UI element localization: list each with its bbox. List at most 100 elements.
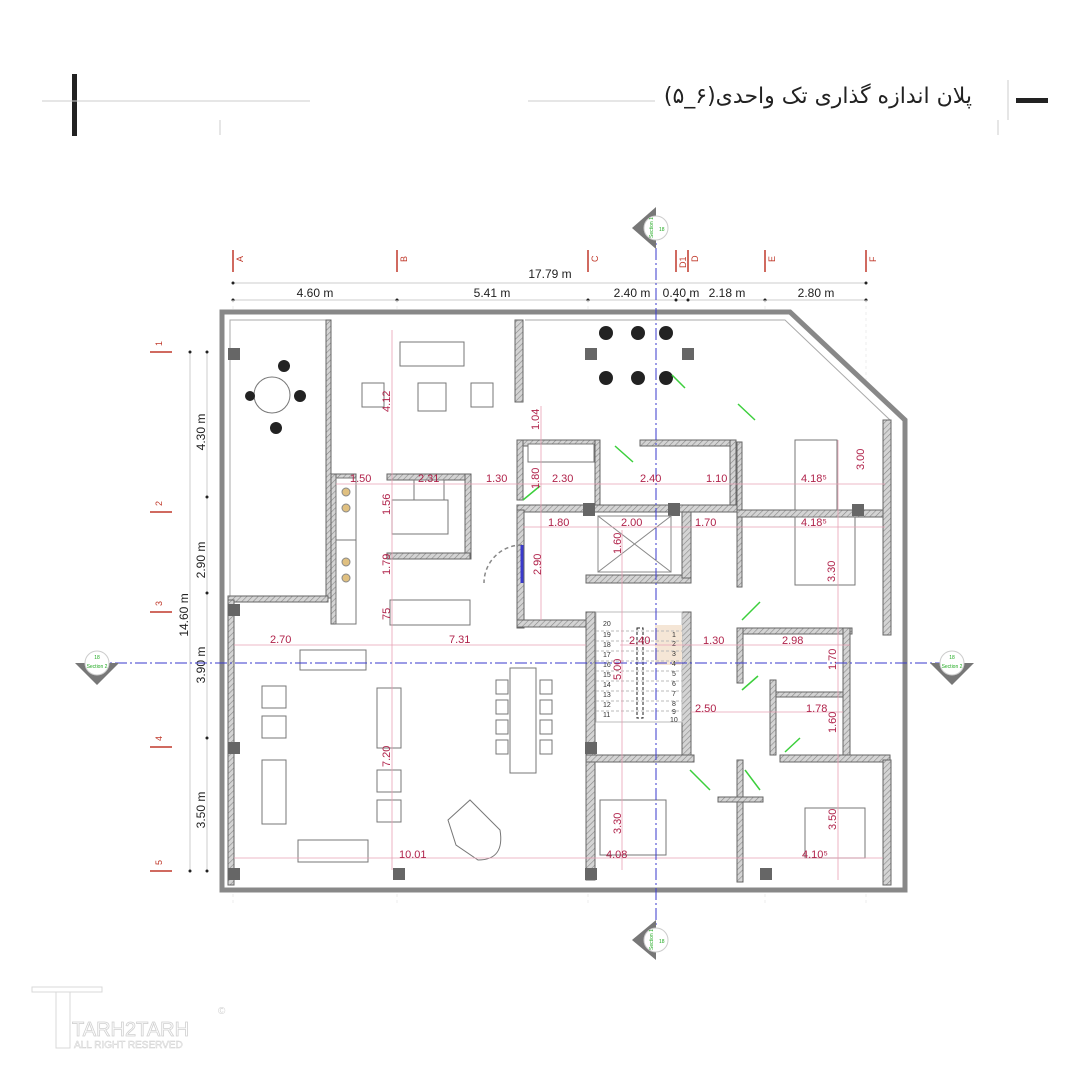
svg-text:3.30: 3.30 (826, 561, 838, 582)
svg-text:1.78: 1.78 (806, 703, 827, 715)
svg-text:4.08: 4.08 (606, 849, 627, 861)
bed (794, 439, 838, 511)
svg-text:12: 12 (603, 702, 611, 709)
svg-text:1.70: 1.70 (695, 517, 716, 529)
svg-text:17: 17 (603, 652, 611, 659)
doors (483, 374, 801, 791)
total-depth: 14.60 m (177, 593, 191, 636)
svg-text:18: 18 (659, 227, 665, 233)
svg-text:10: 10 (670, 717, 678, 724)
svg-text:6: 6 (672, 681, 676, 688)
svg-text:7: 7 (672, 691, 676, 698)
svg-text:4: 4 (672, 661, 676, 668)
armchair (261, 685, 287, 709)
svg-text:5.41 m: 5.41 m (474, 286, 511, 300)
svg-text:2.18 m: 2.18 m (709, 286, 746, 300)
grid-row-5: 5 (150, 860, 172, 872)
svg-text:7.20: 7.20 (381, 746, 393, 767)
svg-text:A: A (235, 256, 245, 262)
bed (794, 516, 856, 586)
svg-text:2: 2 (154, 501, 164, 506)
svg-text:F: F (868, 256, 878, 262)
svg-text:4.10⁵: 4.10⁵ (802, 849, 828, 861)
svg-text:Section 1: Section 1 (649, 217, 655, 238)
elevator (597, 515, 672, 573)
section-marker-left: 18 Section 2 (75, 650, 119, 685)
svg-text:1.79: 1.79 (381, 554, 393, 575)
svg-text:©: © (218, 1006, 226, 1017)
svg-text:2.98: 2.98 (782, 635, 803, 647)
svg-text:4.18⁵: 4.18⁵ (801, 473, 827, 485)
structural-columns (228, 348, 864, 880)
svg-text:4: 4 (154, 736, 164, 741)
sofa (376, 687, 402, 749)
sofa (297, 839, 369, 863)
grid-col-f: F (865, 250, 878, 272)
header-rules (42, 74, 1048, 136)
svg-text:3.50 m: 3.50 m (194, 792, 208, 829)
room-dimensions: 4.12 1.04 1.50 2.31 1.30 1.80 2.30 2.40 … (270, 391, 867, 861)
svg-text:8: 8 (672, 701, 676, 708)
svg-text:2.80 m: 2.80 m (798, 286, 835, 300)
svg-text:5.00: 5.00 (612, 659, 624, 680)
svg-text:1.56: 1.56 (381, 494, 393, 515)
svg-text:9: 9 (672, 709, 676, 716)
svg-text:4.12: 4.12 (381, 391, 393, 412)
svg-text:2.30: 2.30 (552, 473, 573, 485)
svg-text:18: 18 (659, 939, 665, 945)
total-width: 17.79 m (528, 267, 571, 281)
armchair (376, 799, 402, 823)
svg-text:2.00: 2.00 (621, 517, 642, 529)
svg-text:1.80: 1.80 (530, 468, 542, 489)
svg-text:Section 2: Section 2 (942, 664, 963, 670)
svg-text:14: 14 (603, 682, 611, 689)
svg-text:18: 18 (94, 655, 100, 661)
grid-col-d1: D1 (675, 250, 688, 272)
svg-text:2.90: 2.90 (532, 554, 544, 575)
svg-text:7.31: 7.31 (449, 634, 470, 646)
svg-text:1.04: 1.04 (530, 409, 542, 430)
svg-text:3: 3 (154, 601, 164, 606)
svg-text:1: 1 (672, 632, 676, 639)
svg-text:Section 2: Section 2 (87, 664, 108, 670)
armchair (470, 382, 494, 408)
dining-table (509, 667, 537, 774)
svg-text:1.60: 1.60 (827, 712, 839, 733)
section-axes (95, 228, 960, 940)
bed (599, 799, 667, 856)
svg-text:19: 19 (603, 632, 611, 639)
coffee-table (417, 382, 447, 412)
svg-text:18: 18 (949, 655, 955, 661)
bar-counter (389, 599, 471, 626)
svg-text:2.31: 2.31 (418, 473, 439, 485)
svg-text:C: C (590, 255, 600, 262)
svg-text:3.50: 3.50 (827, 809, 839, 830)
svg-text:2.40: 2.40 (629, 635, 650, 647)
svg-text:ALL RIGHT RESERVED: ALL RIGHT RESERVED (74, 1040, 183, 1051)
armchair (376, 769, 402, 793)
grid-col-b: B (396, 250, 409, 272)
svg-text:5: 5 (672, 671, 676, 678)
grid-row-3: 3 (150, 601, 172, 613)
sofa (299, 649, 367, 671)
svg-text:4.60 m: 4.60 m (297, 286, 334, 300)
grid-col-d: D (687, 250, 700, 272)
column-grid: A B C D1 D E F (232, 250, 878, 272)
section-marker-right: 18 Section 2 (930, 650, 974, 685)
svg-text:B: B (399, 256, 409, 262)
furniture (245, 326, 866, 863)
svg-text:11: 11 (603, 712, 610, 719)
grid-row-4: 4 (150, 736, 172, 748)
grand-piano (447, 799, 502, 861)
sheet-title: پلان اندازه گذاری تک واحدی(۶_۵) (663, 84, 972, 109)
armchair (261, 715, 287, 739)
row-grid: 1 2 3 4 5 (150, 341, 172, 872)
svg-text:1.10: 1.10 (706, 473, 727, 485)
svg-text:4.18⁵: 4.18⁵ (801, 517, 827, 529)
svg-text:4.30 m: 4.30 m (194, 414, 208, 451)
grid-row-1: 1 (150, 341, 172, 353)
svg-text:3.00: 3.00 (855, 449, 867, 470)
svg-text:75: 75 (381, 608, 393, 620)
